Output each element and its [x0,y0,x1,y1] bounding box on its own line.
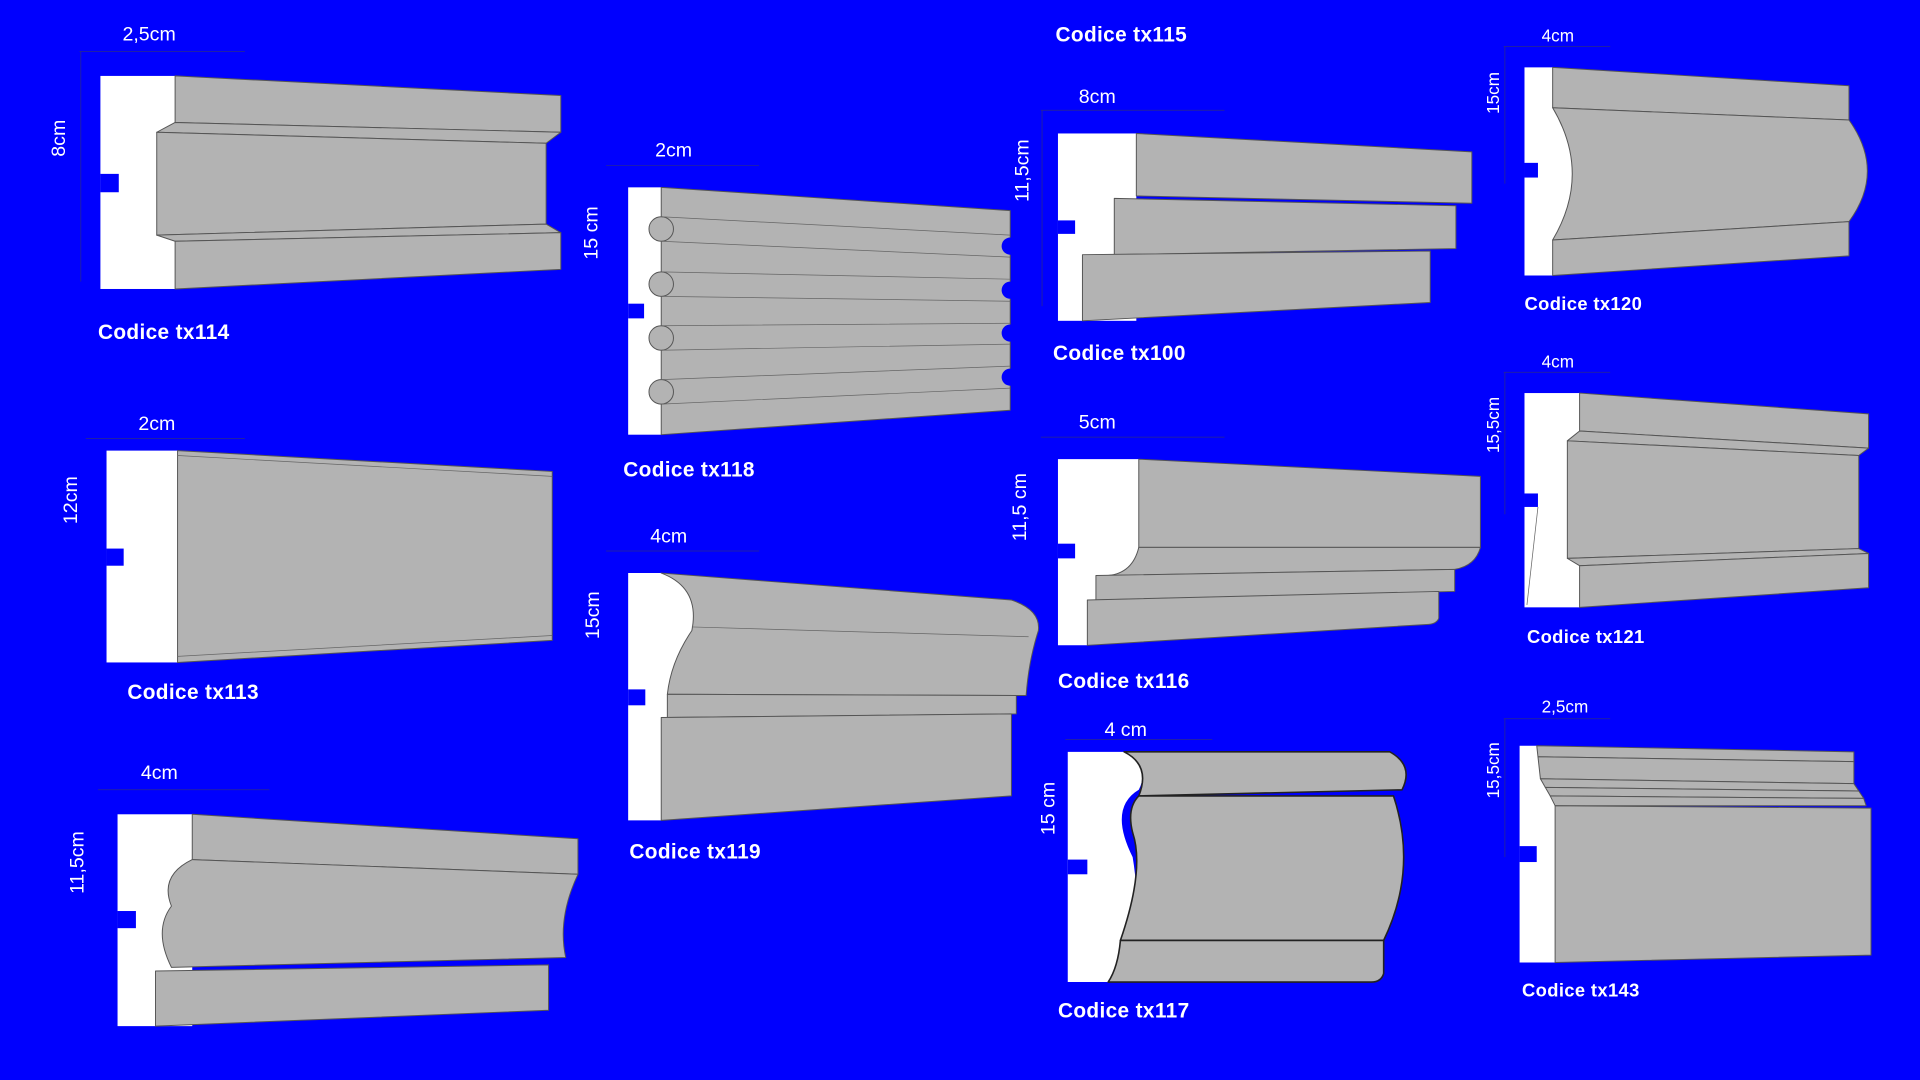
width-label: 5cm [1079,412,1116,434]
profile-tx117: 4 cm 15 cm Codice tx117 [1037,719,1407,1023]
width-label: 4 cm [1104,719,1146,741]
height-label: 12cm [60,476,82,524]
height-label: 15,5cm [1483,742,1503,798]
product-code: Codice tx113 [127,681,259,704]
width-label: 4cm [141,762,178,784]
profile-tx118: 2cm 15 cm Codice tx118 [581,140,1019,481]
profile-tx100: 8cm 11,5cm Codice tx100 [1012,86,1473,365]
height-label: 11,5cm [66,831,88,894]
profile-tx143: 2,5cm 15,5cm Codice tx143 [1483,697,1872,1001]
product-code: Codice tx118 [623,458,755,481]
width-label: 2,5cm [1542,697,1589,717]
height-label: 11,5cm [1012,139,1034,202]
width-label: 2cm [138,413,175,435]
height-label: 8cm [48,120,70,157]
product-code: Codice tx100 [1053,342,1186,365]
height-label: 15,5cm [1483,397,1503,453]
width-label: 4cm [1542,351,1574,371]
height-label: 15 cm [1037,782,1059,835]
profile-unlabeled-4cm: 4cm 11,5cm [66,762,579,1027]
width-label: 2cm [655,140,692,162]
product-code: Codice tx117 [1058,1000,1190,1023]
product-code: Codice tx114 [98,321,230,344]
product-code: Codice tx119 [629,840,761,863]
product-code: Codice tx143 [1522,980,1640,1001]
profile-tx113: 2cm 12cm Codice tx113 [60,413,553,704]
profile-tx116: 5cm 11,5 cm Codice tx116 [1009,412,1481,693]
profile-tx121: 4cm 15,5cm Codice tx121 [1483,351,1870,647]
product-code: Codice tx120 [1524,293,1642,314]
profile-tx114: 2,5cm 8cm Codice tx114 [48,23,562,344]
height-label: 15cm [1483,72,1503,114]
product-code: Codice tx116 [1058,670,1190,693]
width-label: 8cm [1079,86,1116,108]
profile-tx120: 4cm 15cm Codice tx120 [1483,26,1868,314]
height-label: 11,5 cm [1009,473,1031,541]
height-label: 15 cm [581,206,603,259]
height-label: 15cm [582,591,604,639]
width-label: 2,5cm [122,23,175,45]
width-label: 4cm [1542,26,1574,46]
profile-tx119: 4cm 15cm Codice tx119 [582,525,1039,863]
product-code: Codice tx121 [1527,626,1645,647]
width-label: 4cm [650,525,687,547]
product-code-tx115: Codice tx115 [1056,24,1188,47]
